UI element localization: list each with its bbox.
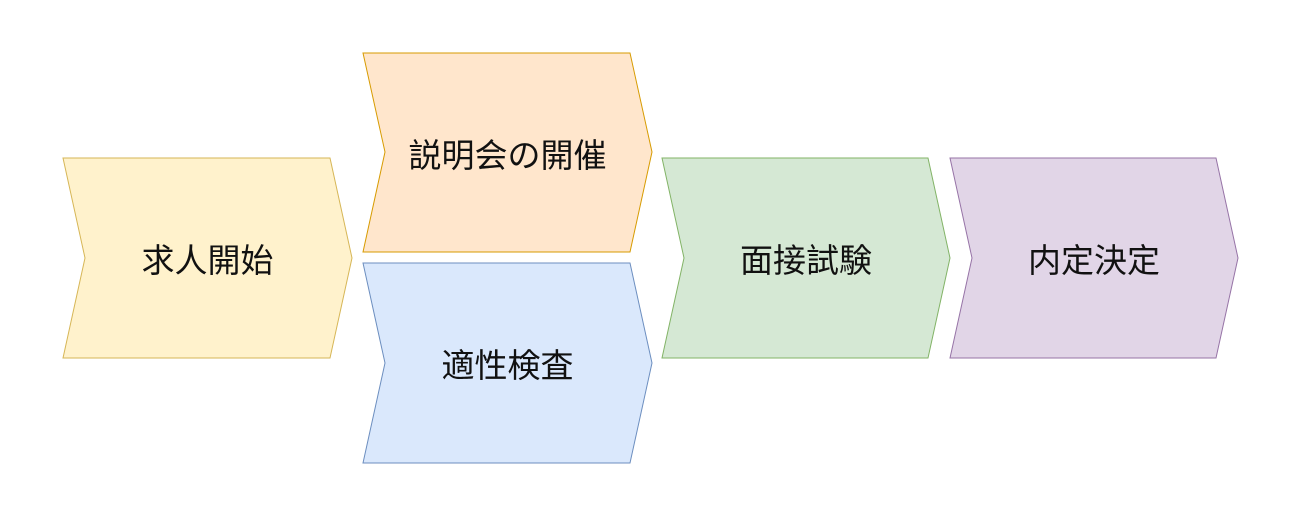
step-label-info-session: 説明会の開催 (408, 135, 607, 175)
step-shape-job-posting (62, 157, 353, 359)
step-label-interview: 面接試験 (740, 241, 872, 280)
step-shape-offer (949, 157, 1239, 359)
step-shape-interview (661, 157, 951, 359)
step-shape-info-session (362, 52, 653, 253)
step-shape-aptitude-test (362, 262, 653, 464)
step-label-offer: 内定決定 (1028, 241, 1160, 280)
step-label-aptitude-test: 適性検査 (441, 346, 574, 385)
step-label-job-posting: 求人開始 (141, 241, 274, 280)
